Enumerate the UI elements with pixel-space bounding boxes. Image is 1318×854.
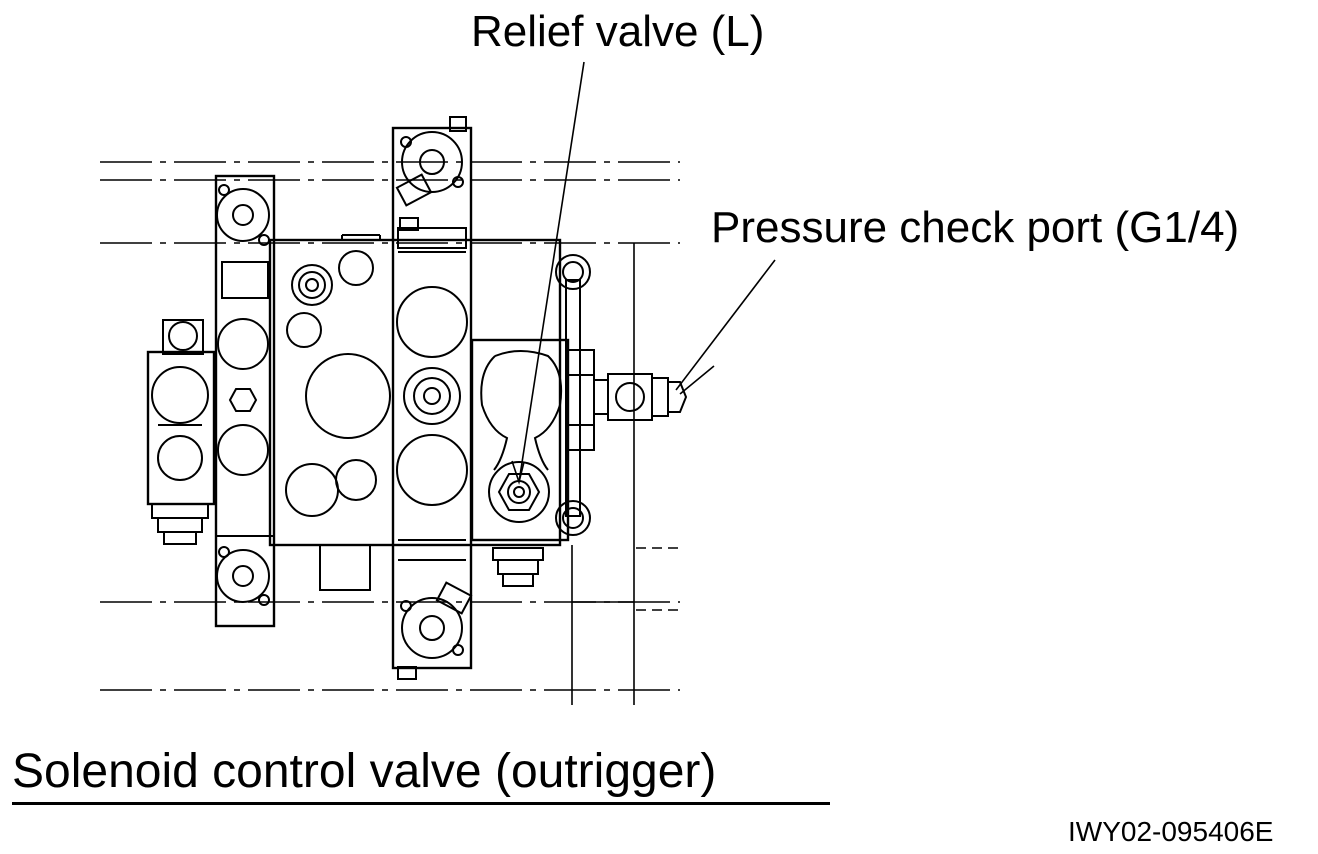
- manifold-ports: [285, 250, 391, 517]
- left-solenoid-column: [214, 174, 276, 628]
- callout-pressure-check-port: Pressure check port (G1/4): [711, 203, 1240, 252]
- leader-lines: [511, 61, 776, 485]
- center-solenoid-column: [391, 116, 473, 680]
- manifold-body: [268, 238, 562, 547]
- figure-id: IWY02-095406E: [1068, 816, 1274, 847]
- pressure-check-port: [593, 373, 688, 421]
- reference-lines: [571, 243, 680, 705]
- caption-underline: [12, 802, 830, 805]
- figure-caption: Solenoid control valve (outrigger): [12, 745, 717, 798]
- callout-relief-valve: Relief valve (L): [471, 7, 765, 56]
- left-small-block: [146, 319, 216, 545]
- relief-valve-section: [470, 338, 570, 587]
